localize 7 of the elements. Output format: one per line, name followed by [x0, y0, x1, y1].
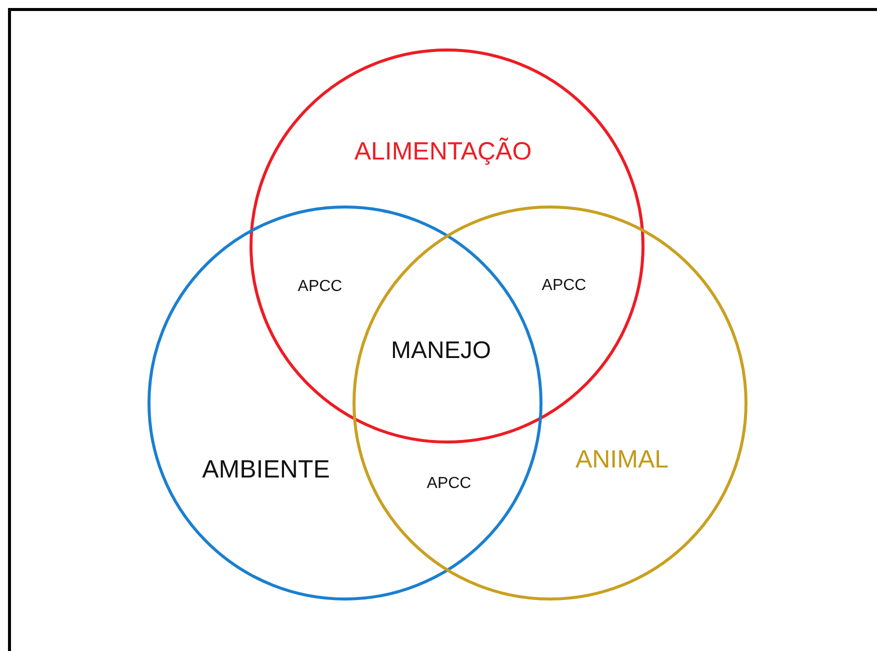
set-label: ANIMAL	[575, 446, 669, 474]
set-label: ALIMENTAÇÃO	[354, 138, 532, 166]
overlap-label: APCC	[426, 475, 472, 493]
overlap-label: APCC	[542, 277, 586, 295]
set-label: AMBIENTE	[202, 456, 330, 484]
overlap-label: APCC	[298, 278, 342, 296]
center-label: MANEJO	[391, 337, 491, 365]
